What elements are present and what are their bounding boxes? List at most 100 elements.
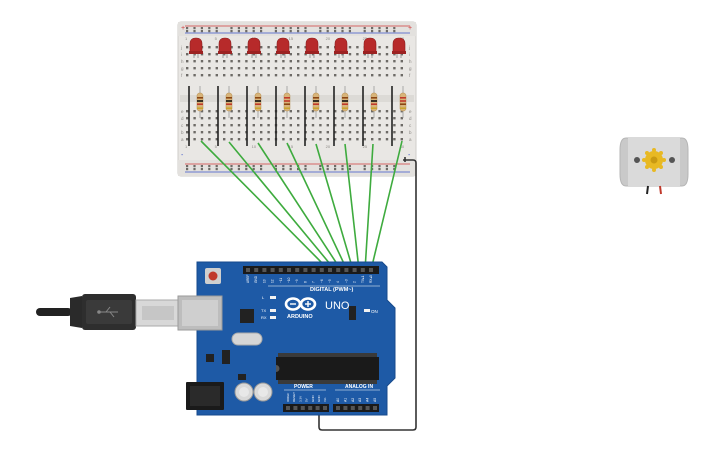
breadboard-hole[interactable] (289, 117, 292, 120)
breadboard-hole[interactable] (215, 53, 218, 56)
breadboard-hole[interactable] (334, 67, 337, 70)
rail-hole[interactable] (385, 27, 388, 30)
breadboard-hole[interactable] (237, 60, 241, 63)
breadboard-hole[interactable] (378, 60, 381, 63)
led[interactable] (363, 37, 377, 53)
breadboard-hole[interactable] (267, 124, 270, 127)
breadboard-hole[interactable] (193, 117, 196, 120)
breadboard-hole[interactable] (378, 74, 381, 77)
breadboard-hole[interactable] (200, 117, 204, 120)
rail-hole[interactable] (289, 165, 292, 168)
breadboard-hole[interactable] (289, 60, 292, 63)
rail-hole[interactable] (274, 30, 277, 33)
breadboard-hole[interactable] (326, 74, 329, 77)
breadboard-hole[interactable] (297, 110, 300, 113)
breadboard-hole[interactable] (260, 110, 263, 113)
green-wire[interactable] (257, 142, 342, 271)
breadboard-hole[interactable] (208, 67, 211, 70)
breadboard-hole[interactable] (378, 131, 381, 134)
power-header[interactable] (283, 404, 329, 412)
power-pin-socket[interactable] (300, 406, 305, 410)
rail-hole[interactable] (385, 165, 388, 168)
breadboard-hole[interactable] (252, 53, 255, 56)
rail-hole[interactable] (230, 30, 233, 33)
rail-hole[interactable] (186, 30, 189, 33)
breadboard-hole[interactable] (363, 53, 366, 56)
breadboard-hole[interactable] (215, 46, 218, 49)
breadboard-hole[interactable] (319, 131, 322, 134)
breadboard-hole[interactable] (193, 53, 196, 56)
breadboard-hole[interactable] (200, 110, 204, 113)
breadboard-hole[interactable] (267, 138, 270, 141)
rail-hole[interactable] (363, 30, 366, 33)
digital-pin-socket[interactable] (262, 268, 267, 272)
breadboard-hole[interactable] (400, 60, 403, 63)
green-wire[interactable] (286, 142, 348, 271)
rail-hole[interactable] (334, 165, 337, 168)
rail-hole[interactable] (348, 165, 351, 168)
breadboard-hole[interactable] (348, 110, 352, 113)
breadboard-hole[interactable] (326, 60, 329, 63)
breadboard-hole[interactable] (319, 124, 322, 127)
breadboard-hole[interactable] (289, 67, 292, 70)
analog-pin-socket[interactable] (373, 406, 377, 410)
breadboard-hole[interactable] (311, 110, 315, 113)
digital-pin-socket[interactable] (352, 268, 357, 272)
breadboard-hole[interactable] (260, 138, 263, 141)
breadboard-hole[interactable] (393, 74, 396, 77)
breadboard-hole[interactable] (385, 117, 389, 120)
breadboard-hole[interactable] (341, 138, 344, 141)
breadboard-hole[interactable] (371, 138, 374, 141)
breadboard-hole[interactable] (341, 117, 344, 120)
rail-hole[interactable] (215, 168, 218, 171)
breadboard-hole[interactable] (289, 53, 292, 56)
breadboard-hole[interactable] (363, 117, 366, 120)
digital-pin-socket[interactable] (336, 268, 341, 272)
breadboard-hole[interactable] (385, 138, 389, 141)
breadboard-hole[interactable] (297, 67, 300, 70)
breadboard-hole[interactable] (363, 60, 366, 63)
rail-hole[interactable] (208, 27, 211, 30)
breadboard-hole[interactable] (252, 117, 255, 120)
breadboard-hole[interactable] (267, 60, 270, 63)
breadboard-hole[interactable] (319, 67, 322, 70)
breadboard-hole[interactable] (371, 124, 374, 127)
rail-hole[interactable] (230, 27, 233, 30)
rail-hole[interactable] (193, 168, 196, 171)
breadboard-hole[interactable] (200, 74, 204, 77)
rail-hole[interactable] (341, 30, 344, 33)
breadboard-hole[interactable] (311, 117, 315, 120)
breadboard-hole[interactable] (282, 117, 285, 120)
rail-hole[interactable] (319, 165, 322, 168)
rail-hole[interactable] (304, 168, 307, 171)
breadboard-hole[interactable] (260, 117, 263, 120)
breadboard-hole[interactable] (193, 110, 196, 113)
rail-hole[interactable] (208, 168, 211, 171)
rail-hole[interactable] (393, 30, 396, 33)
breadboard-hole[interactable] (223, 124, 226, 127)
breadboard-hole[interactable] (267, 46, 270, 49)
breadboard-hole[interactable] (378, 53, 381, 56)
breadboard-hole[interactable] (230, 124, 233, 127)
breadboard-hole[interactable] (186, 117, 189, 120)
rail-hole[interactable] (245, 165, 248, 168)
led[interactable] (276, 37, 290, 53)
green-wire[interactable] (228, 141, 336, 271)
rail-hole[interactable] (252, 30, 255, 33)
breadboard-hole[interactable] (223, 74, 226, 77)
breadboard-hole[interactable] (356, 53, 359, 56)
power-pin-socket[interactable] (323, 406, 327, 410)
breadboard-hole[interactable] (237, 46, 241, 49)
breadboard-hole[interactable] (400, 117, 403, 120)
breadboard-hole[interactable] (371, 74, 374, 77)
breadboard-hole[interactable] (230, 67, 233, 70)
breadboard-hole[interactable] (230, 131, 233, 134)
breadboard-hole[interactable] (230, 53, 233, 56)
breadboard-hole[interactable] (400, 53, 403, 56)
breadboard-hole[interactable] (200, 53, 204, 56)
breadboard-hole[interactable] (348, 138, 352, 141)
breadboard-hole[interactable] (230, 74, 233, 77)
breadboard-hole[interactable] (304, 60, 307, 63)
breadboard-hole[interactable] (282, 138, 285, 141)
